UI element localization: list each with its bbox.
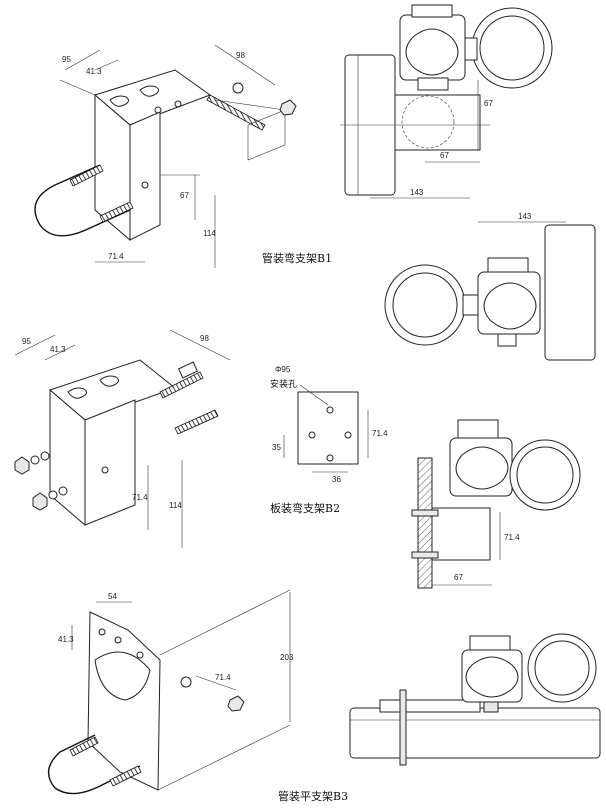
b3-nut xyxy=(227,695,245,712)
bracket-b2-drawing: 95 41.3 98 71.4 114 xyxy=(14,329,231,548)
b1-dim-95: 95 xyxy=(62,55,71,64)
b1-nut xyxy=(279,99,297,116)
bracket-b1-drawing: 95 41.3 98 67 114 71.4 管装弯支架B1 xyxy=(34,44,332,268)
r3-dim-67: 67 xyxy=(454,573,463,582)
b2-dim-98: 98 xyxy=(200,334,209,343)
plate-dim-35: 35 xyxy=(272,443,281,452)
b1-caption: 管装弯支架B1 xyxy=(262,251,332,265)
r3-dim-71-4: 71.4 xyxy=(504,533,520,542)
r2-dim-143: 143 xyxy=(518,212,532,221)
b1-washer xyxy=(232,82,244,94)
b2-dim-114: 114 xyxy=(169,501,182,510)
mounting-hole-plate: Φ95 安装孔 35 71.4 36 板装弯支架B2 xyxy=(270,365,388,515)
transmitter-horizontal-pipe-view xyxy=(349,633,601,766)
transmitter-side-view: 143 xyxy=(384,212,596,361)
b1-dim-41-3: 41.3 xyxy=(86,67,102,76)
r1-dim-143: 143 xyxy=(410,188,424,197)
bracket-b3-drawing: 203 54 41.3 71.4 管装平支架B3 xyxy=(47,589,348,803)
horizontal-pipe xyxy=(349,707,601,759)
b1-u-bolt xyxy=(34,164,131,237)
transmitter-housing-3 xyxy=(509,439,581,511)
b3-plate xyxy=(87,611,161,791)
transmitter-vertical-pipe-view: 67 67 143 xyxy=(340,4,553,199)
b2-bolt-2 xyxy=(174,409,219,435)
b3-caption: 管装平支架B3 xyxy=(278,789,348,803)
hole-label: 安装孔 xyxy=(270,378,297,390)
plate-dim-36: 36 xyxy=(332,475,341,484)
b3-dim-41-3: 41.3 xyxy=(58,635,74,644)
r1-dim-67-horizontal: 67 xyxy=(440,151,449,160)
b3-u-bolt xyxy=(47,734,141,795)
hole-plate-outline xyxy=(297,391,359,465)
transmitter-plate-view: 71.4 67 xyxy=(411,419,581,589)
b3-dim-203: 203 xyxy=(280,653,294,662)
b3-dim-71-4: 71.4 xyxy=(215,673,231,682)
b2-dim-95: 95 xyxy=(22,337,31,346)
vertical-pipe-2 xyxy=(544,224,596,361)
b2-dim-71-4: 71.4 xyxy=(132,493,148,502)
hole-diameter: Φ95 xyxy=(275,365,291,374)
b3-dim-54: 54 xyxy=(108,592,117,601)
b2-dim-41-3: 41.3 xyxy=(50,345,66,354)
transmitter-display-housing xyxy=(471,7,553,89)
b2-nuts-washers xyxy=(14,451,68,511)
transmitter-housing-2 xyxy=(384,264,466,346)
b3-bracket-side xyxy=(379,699,481,713)
b1-dim-71-4: 71.4 xyxy=(108,252,124,261)
b1-dim-67: 67 xyxy=(180,191,189,200)
b1-bolt xyxy=(206,94,266,131)
r1-dim-67-vertical: 67 xyxy=(484,99,493,108)
b2-caption: 板装弯支架B2 xyxy=(270,501,340,515)
transmitter-housing-4 xyxy=(527,633,597,703)
mounting-wall-plate xyxy=(417,457,433,589)
b1-dim-114: 114 xyxy=(203,229,216,238)
plate-dim-71-4: 71.4 xyxy=(372,429,388,438)
b2-bolt-1 xyxy=(159,371,204,399)
b1-dim-98: 98 xyxy=(236,51,245,60)
